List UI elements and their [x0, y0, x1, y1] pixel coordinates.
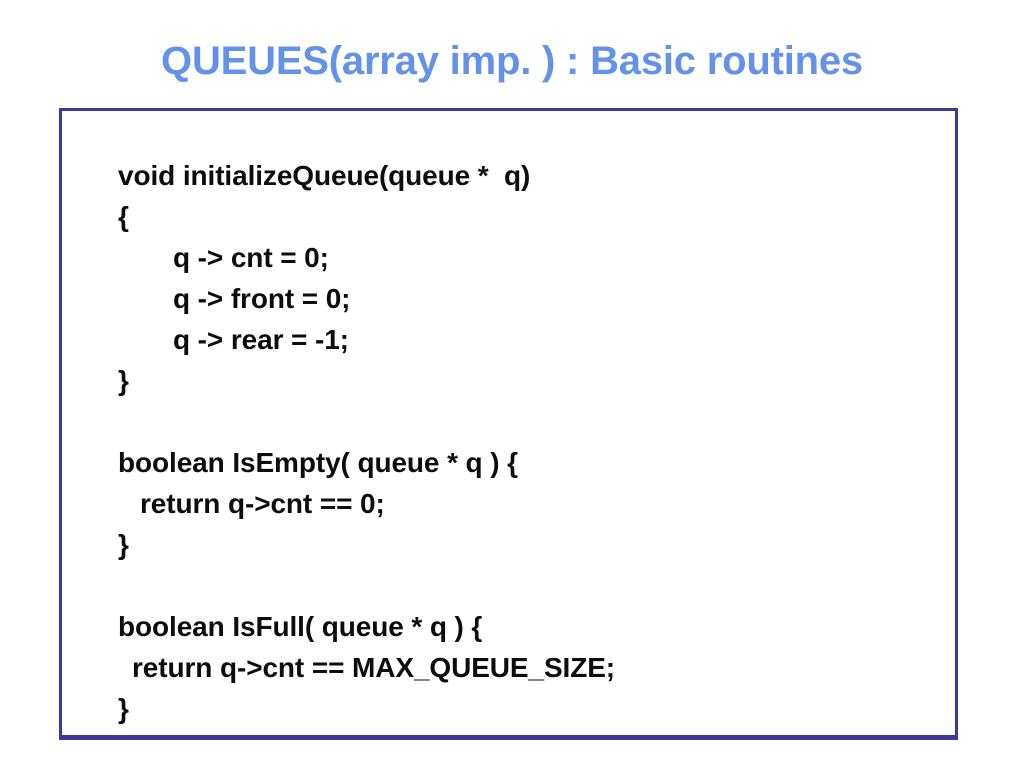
page-title: QUEUES(array imp. ) : Basic routines — [161, 39, 863, 83]
code-line: void initializeQueue(queue * q) — [118, 160, 531, 191]
code-line: } — [118, 365, 129, 396]
code-line: } — [118, 693, 129, 724]
code-line: q -> rear = -1; — [173, 324, 349, 355]
code-line: q -> cnt = 0; — [173, 242, 329, 273]
code-line: return q->cnt == 0; — [140, 488, 385, 519]
code-block: void initializeQueue(queue * q) { q -> cnt… — [118, 155, 945, 729]
content-frame: void initializeQueue(queue * q) { q -> cnt… — [59, 108, 958, 740]
code-line: } — [118, 529, 129, 560]
code-line-blank — [118, 565, 945, 606]
code-line: return q->cnt == MAX_QUEUE_SIZE; — [132, 652, 616, 683]
code-line-blank — [118, 401, 945, 442]
code-line: q -> front = 0; — [173, 283, 351, 314]
code-line: boolean IsFull( queue * q ) { — [118, 611, 483, 642]
code-line: { — [118, 201, 129, 232]
code-line: boolean IsEmpty( queue * q ) { — [118, 447, 518, 478]
